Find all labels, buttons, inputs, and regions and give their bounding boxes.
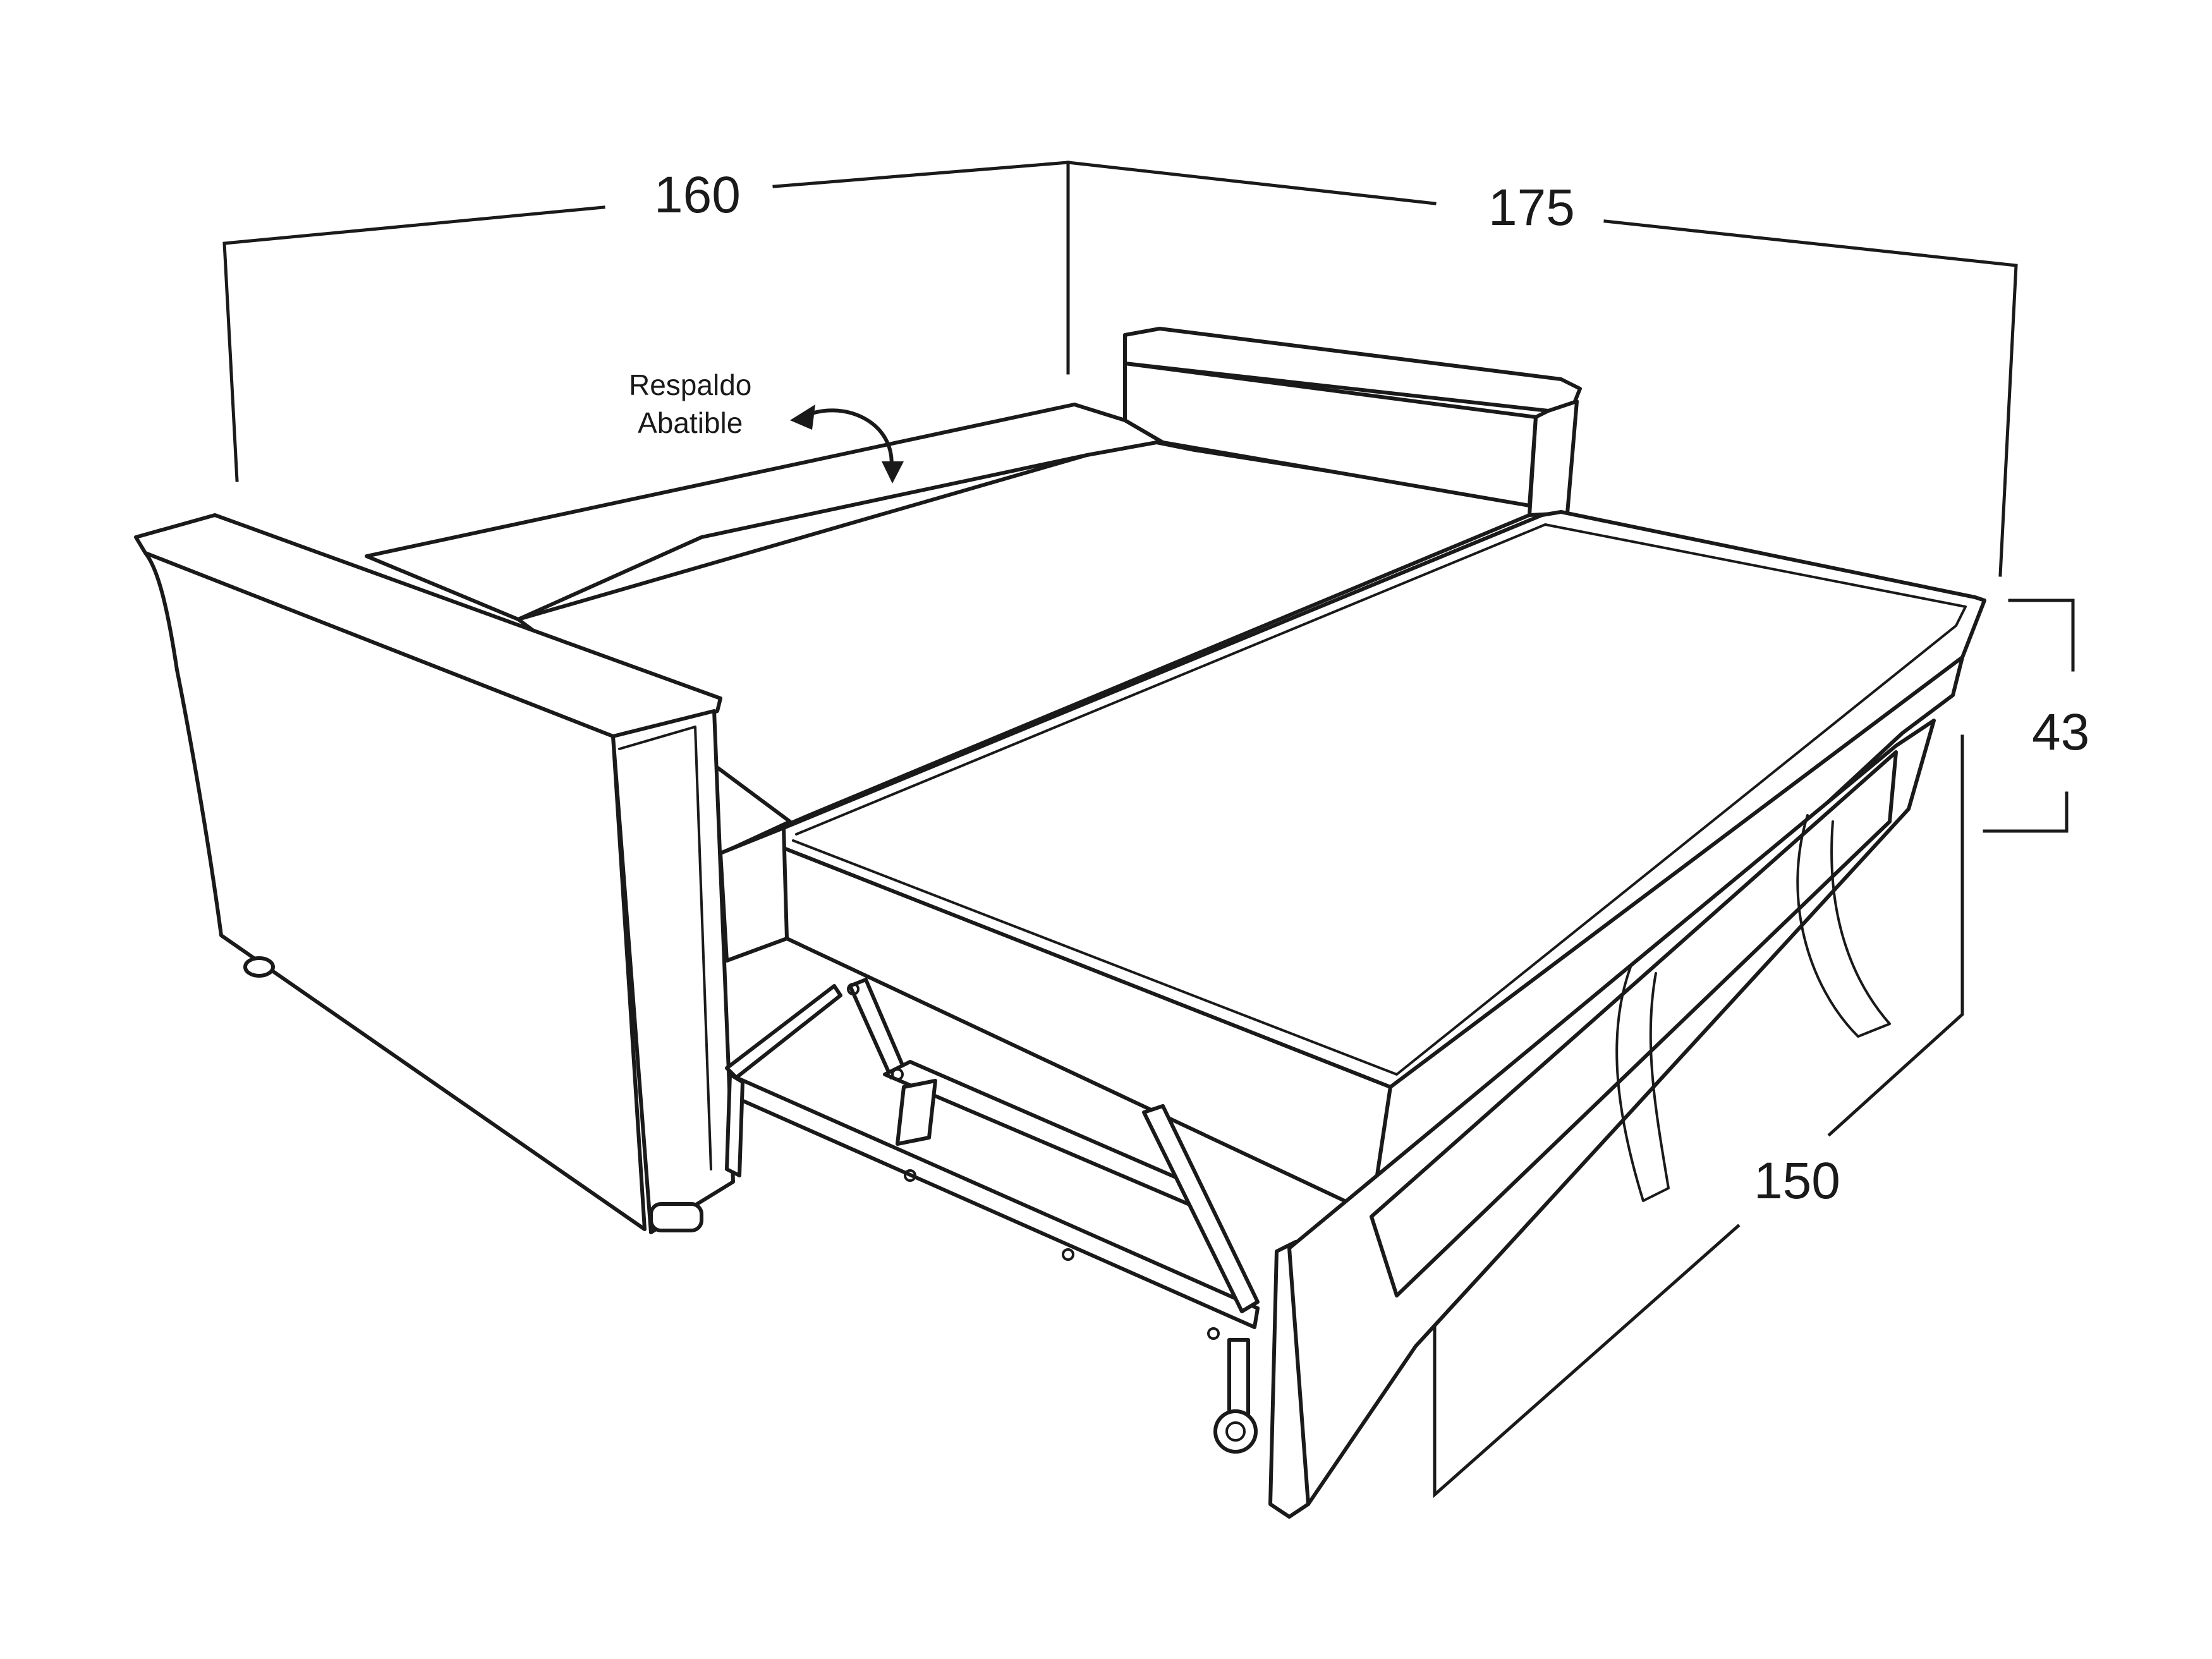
side-panel — [1370, 750, 1898, 1297]
dim-line-150-upper — [1827, 734, 1964, 1137]
strap-2 — [1796, 814, 1891, 1038]
mechanism-arm-3 — [1142, 1104, 1260, 1313]
center-cushion-front — [719, 826, 789, 963]
left-foot-back — [243, 956, 275, 978]
arrow-head-down — [882, 461, 904, 483]
strap-1 — [1615, 966, 1670, 1202]
dimension-label-150: 150 — [1754, 1152, 1840, 1210]
dimension-label-43: 43 — [2032, 703, 2090, 761]
dim-line-175-left — [1066, 161, 1437, 205]
rotate-arrow-curve — [801, 408, 894, 473]
left-armrest-front — [611, 709, 735, 1234]
backrest-annotation-line2: Abatible — [638, 406, 743, 439]
pivot-bolt-3 — [904, 1169, 916, 1182]
pivot-bolt-1 — [847, 983, 860, 995]
dim-line-43-top — [2008, 599, 2075, 672]
dim-line-160-left — [222, 205, 605, 482]
mechanism-arm-1 — [848, 978, 906, 1079]
left-foot-front — [649, 1202, 703, 1232]
frame-left-rail — [725, 984, 842, 1079]
dimension-lines — [222, 161, 2075, 1498]
mechanism-bracket — [896, 1079, 937, 1146]
dim-line-160-right — [772, 161, 1070, 375]
pivot-bolt-4 — [1062, 1248, 1074, 1261]
dimension-label-175: 175 — [1488, 179, 1575, 236]
sofa-body — [134, 327, 1582, 1234]
left-armrest-side — [143, 551, 647, 1231]
dim-line-43-bottom — [1983, 791, 2069, 833]
right-armrest-side — [1123, 362, 1538, 507]
mattress-piping — [792, 523, 1967, 1076]
caster-stem — [1227, 1338, 1250, 1418]
backrest-annotation-line1: Respaldo — [629, 368, 752, 401]
left-armrest-piping — [618, 726, 712, 1170]
pivot-bolt-2 — [891, 1068, 904, 1081]
backrest-rotate-arrow — [790, 404, 904, 483]
bed-frame — [725, 719, 1936, 1519]
pivot-bolt-5 — [1207, 1327, 1220, 1340]
dim-line-175-right — [1603, 219, 2018, 577]
frame-cross-rail — [725, 1073, 744, 1177]
backrest-annotation: Respaldo Abatible — [629, 367, 751, 442]
arrow-head-left — [790, 404, 815, 430]
caster-hub — [1225, 1421, 1246, 1442]
dim-line-150-lower — [1433, 1224, 1741, 1498]
caster-wheel — [1213, 1409, 1258, 1454]
dimension-label-160: 160 — [654, 166, 741, 224]
